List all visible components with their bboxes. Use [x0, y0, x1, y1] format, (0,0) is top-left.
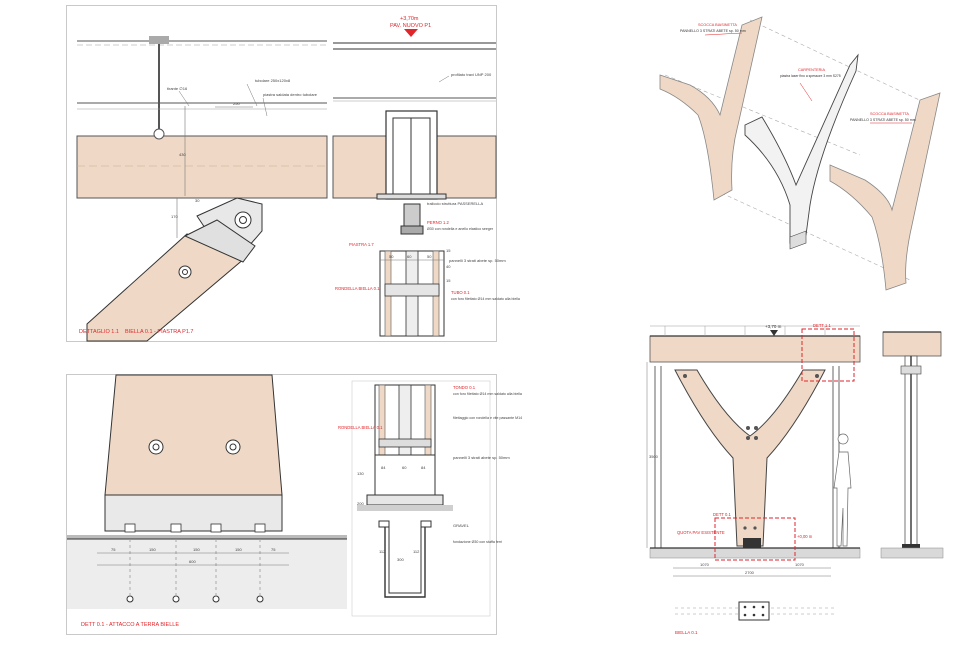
dim-170: 170 — [171, 214, 178, 219]
dim-c-5: 75 — [271, 547, 276, 552]
detail-a-drawing: tirante ∅16 tubolare 250x120x8 piastra s… — [76, 16, 520, 342]
dim-h: 3500 — [649, 454, 659, 459]
detail-a-caption-2: BIELLA 0.1 - PIASTRA P1.7 — [125, 329, 193, 335]
axon-label-left: SCOCCA BIASINETTA — [698, 23, 737, 27]
elev-label: +3,70 m — [765, 324, 782, 329]
elevation-drawing: +3,70 m DETT 1.1 DETT 0.1 QUOTA PAV ESIS… — [646, 323, 944, 635]
note-washer-d: RONDELLA BIELLA 0.1 — [338, 425, 383, 430]
dim-total: 2700 — [745, 570, 755, 575]
det-top-label: DETT 1.1 — [813, 323, 832, 328]
dim-c-3: 150 — [193, 547, 200, 552]
dim-d-3: 84 — [421, 465, 426, 470]
note-thread-d: filettaggio con rondella e vite passante… — [453, 416, 522, 420]
dim-a: 1070 — [700, 562, 710, 567]
note-beam: profilato travi UNP 200 — [451, 72, 492, 77]
detail-a-caption: DETTAGLIO 1.1 — [79, 329, 119, 335]
dim-30: 30 — [195, 198, 200, 203]
zero-label: +0,00 m — [797, 534, 813, 539]
axon-label-mid-2: piastra laser fino a spessore 3 mm S275 — [780, 74, 841, 78]
note-tube-d-2: con foro filettato Ø14 mm saldato alla b… — [453, 392, 522, 396]
elevation-view: +3,70 m DETT 1.1 DETT 0.1 QUOTA PAV ESIS… — [645, 318, 950, 648]
note-tie: tirante ∅16 — [167, 86, 188, 91]
note-tube-b-2: con foro filettato Ø14 mm saldato alla b… — [451, 297, 520, 301]
dim-b-1: 50 — [389, 254, 394, 259]
dim-b-2: 60 — [407, 254, 412, 259]
dim-d-2: 60 — [402, 465, 407, 470]
dim-d-4: 130 — [357, 471, 364, 476]
det-bottom-label: DETT 0.1 — [713, 512, 732, 517]
note-slab-d: fondazione Ø30 con staffa ferri — [453, 540, 502, 544]
note-rod: tubolare 250x120x8 — [255, 78, 291, 83]
detail-c-drawing: 75 150 150 150 75 600 DETT 0.1 - ATTACCO… — [67, 374, 522, 628]
dim-c-4: 150 — [235, 547, 242, 552]
dim-d-5: 200 — [357, 501, 364, 506]
dim-b-3: 50 — [427, 254, 432, 259]
note-pin: PERNO 1.2 — [427, 220, 450, 225]
note-tube-d: TONDO 0.1 — [453, 385, 476, 390]
dim-c-2: 150 — [149, 547, 156, 552]
note-grout-d: GRAVEL — [453, 523, 470, 528]
axon-label-mid: CARPENTERIA — [798, 68, 825, 72]
elevation-caption: BIELLA 0.1 — [675, 630, 698, 635]
dim-d-7: 112 — [413, 549, 420, 554]
note-panels-d: pannelli 3 strati abete sp. 50mm — [453, 455, 510, 460]
note-washer-b: RONDELLA BIELLA 0.1 — [335, 286, 380, 291]
note-plate: piastra saldata dentro tubolare — [263, 92, 318, 97]
dim-b-6: 15 — [446, 278, 451, 283]
axon-label-right-2: PANNELLO 3 STRATI ABETE sp. 50 mm — [850, 118, 916, 122]
dim-b-5: 40 — [446, 264, 451, 269]
detail-panel-ground-attachment: 75 150 150 150 75 600 DETT 0.1 - ATTACCO… — [66, 374, 522, 635]
dim-b-4: 15 — [446, 248, 451, 253]
dim-d-8: 300 — [397, 557, 404, 562]
note-pass: traliccio struttura PASSERELLA — [427, 201, 484, 206]
detail-panel-biella-plate: tirante ∅16 tubolare 250x120x8 piastra s… — [66, 5, 520, 342]
quota-label: QUOTA PAV ESISTENTE — [677, 530, 725, 535]
axon-drawing: SCOCCA BIASINETTA PANNELLO 3 STRATI ABET… — [659, 16, 941, 291]
axon-label-left-2: PANNELLO 3 STRATI ABETE sp. 50 mm — [680, 29, 746, 33]
dim-d-6: 112 — [379, 549, 386, 554]
axon-label-right: SCOCCA BIASINETTA — [870, 112, 909, 116]
dim-c-6: 600 — [189, 559, 196, 564]
elevation-label: +3,70m — [400, 16, 419, 22]
axonometric-view: SCOCCA BIASINETTA PANNELLO 3 STRATI ABET… — [650, 5, 950, 295]
dim-b: 1070 — [795, 562, 805, 567]
dim-d-1: 84 — [381, 465, 386, 470]
dim-430: 430 — [179, 152, 186, 157]
note-tube-b: TUBO 0.1 — [451, 290, 470, 295]
dim-c-1: 75 — [111, 547, 116, 552]
note-pin-2: Ø30 con rondella e anello elastico seege… — [427, 227, 494, 231]
floor-label: PAV. NUOVO P1 — [390, 23, 431, 29]
note-plate-b: PIASTRA 1.7 — [349, 242, 374, 247]
detail-c-caption: DETT 0.1 - ATTACCO A TERRA BIELLE — [81, 622, 179, 628]
note-panels-b: pannelli 3 strati abete sp. 50mm — [449, 258, 506, 263]
dim-250: 250 — [233, 101, 240, 106]
